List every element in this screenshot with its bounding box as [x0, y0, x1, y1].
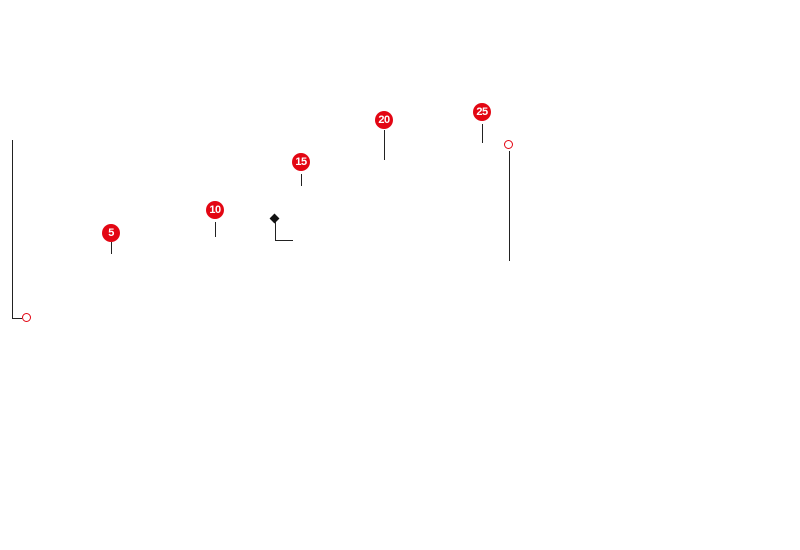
km-marker-10-stem [215, 222, 216, 237]
km-marker-20[interactable]: 20 [375, 111, 393, 129]
km-marker-5-stem [111, 242, 112, 254]
km-marker-15[interactable]: 15 [292, 153, 310, 171]
finish-ring-icon[interactable] [504, 140, 513, 149]
km-marker-20-stem [384, 130, 385, 160]
km-marker-25[interactable]: 25 [473, 103, 491, 121]
km-marker-5[interactable]: 5 [102, 224, 120, 242]
start-ring-icon[interactable] [22, 313, 31, 322]
km-marker-10[interactable]: 10 [206, 201, 224, 219]
finish-leader-line [509, 151, 510, 261]
km-marker-25-stem [482, 124, 483, 143]
km-marker-15-stem [301, 174, 302, 186]
